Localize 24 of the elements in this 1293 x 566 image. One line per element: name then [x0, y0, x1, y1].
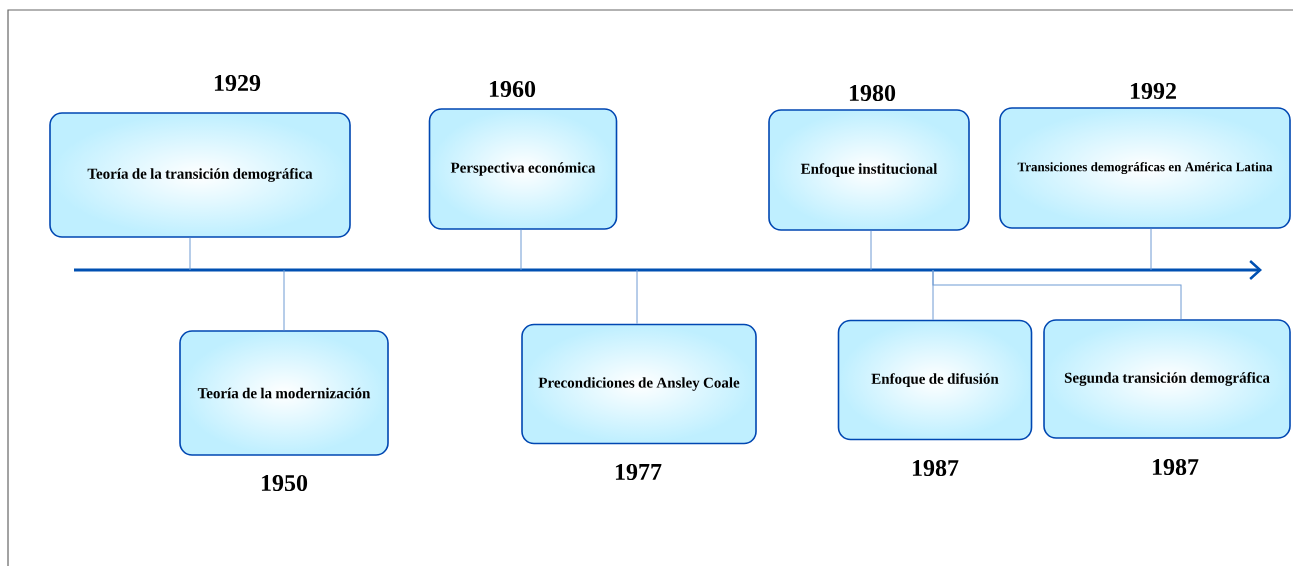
- year-label: 1980: [849, 84, 896, 102]
- connector-line: [520, 229, 522, 271]
- year-label: 1960: [489, 80, 536, 98]
- text-box: Enfoque de difusión: [837, 319, 1033, 441]
- text-box: Perspectiva económica: [428, 108, 618, 230]
- text-box: Teoría de la transición demográfica: [49, 112, 351, 238]
- year-label: 1929: [214, 74, 261, 92]
- text-box: Enfoque institucional: [768, 109, 970, 231]
- year-label: 1992: [1130, 82, 1176, 100]
- year-label: 1987: [912, 459, 959, 477]
- connector-line: [283, 269, 285, 331]
- text-box: Transiciones demográficas en América Latina: [999, 107, 1291, 229]
- year-label: 1987: [1152, 458, 1199, 476]
- year-label: 1950: [261, 474, 308, 492]
- connector-line: [932, 269, 1182, 320]
- connector-line: [1150, 228, 1152, 271]
- text-box: Precondiciones de Ansley Coale: [521, 323, 757, 445]
- connector-line: [870, 230, 872, 271]
- text-box: Segunda transición demográfica: [1043, 319, 1291, 439]
- connector-line: [636, 269, 638, 325]
- text-box: Teoría de la modernización: [179, 330, 389, 456]
- connector-line: [189, 237, 191, 271]
- timeline-arrow: [74, 260, 1262, 280]
- year-label: 1977: [615, 463, 662, 481]
